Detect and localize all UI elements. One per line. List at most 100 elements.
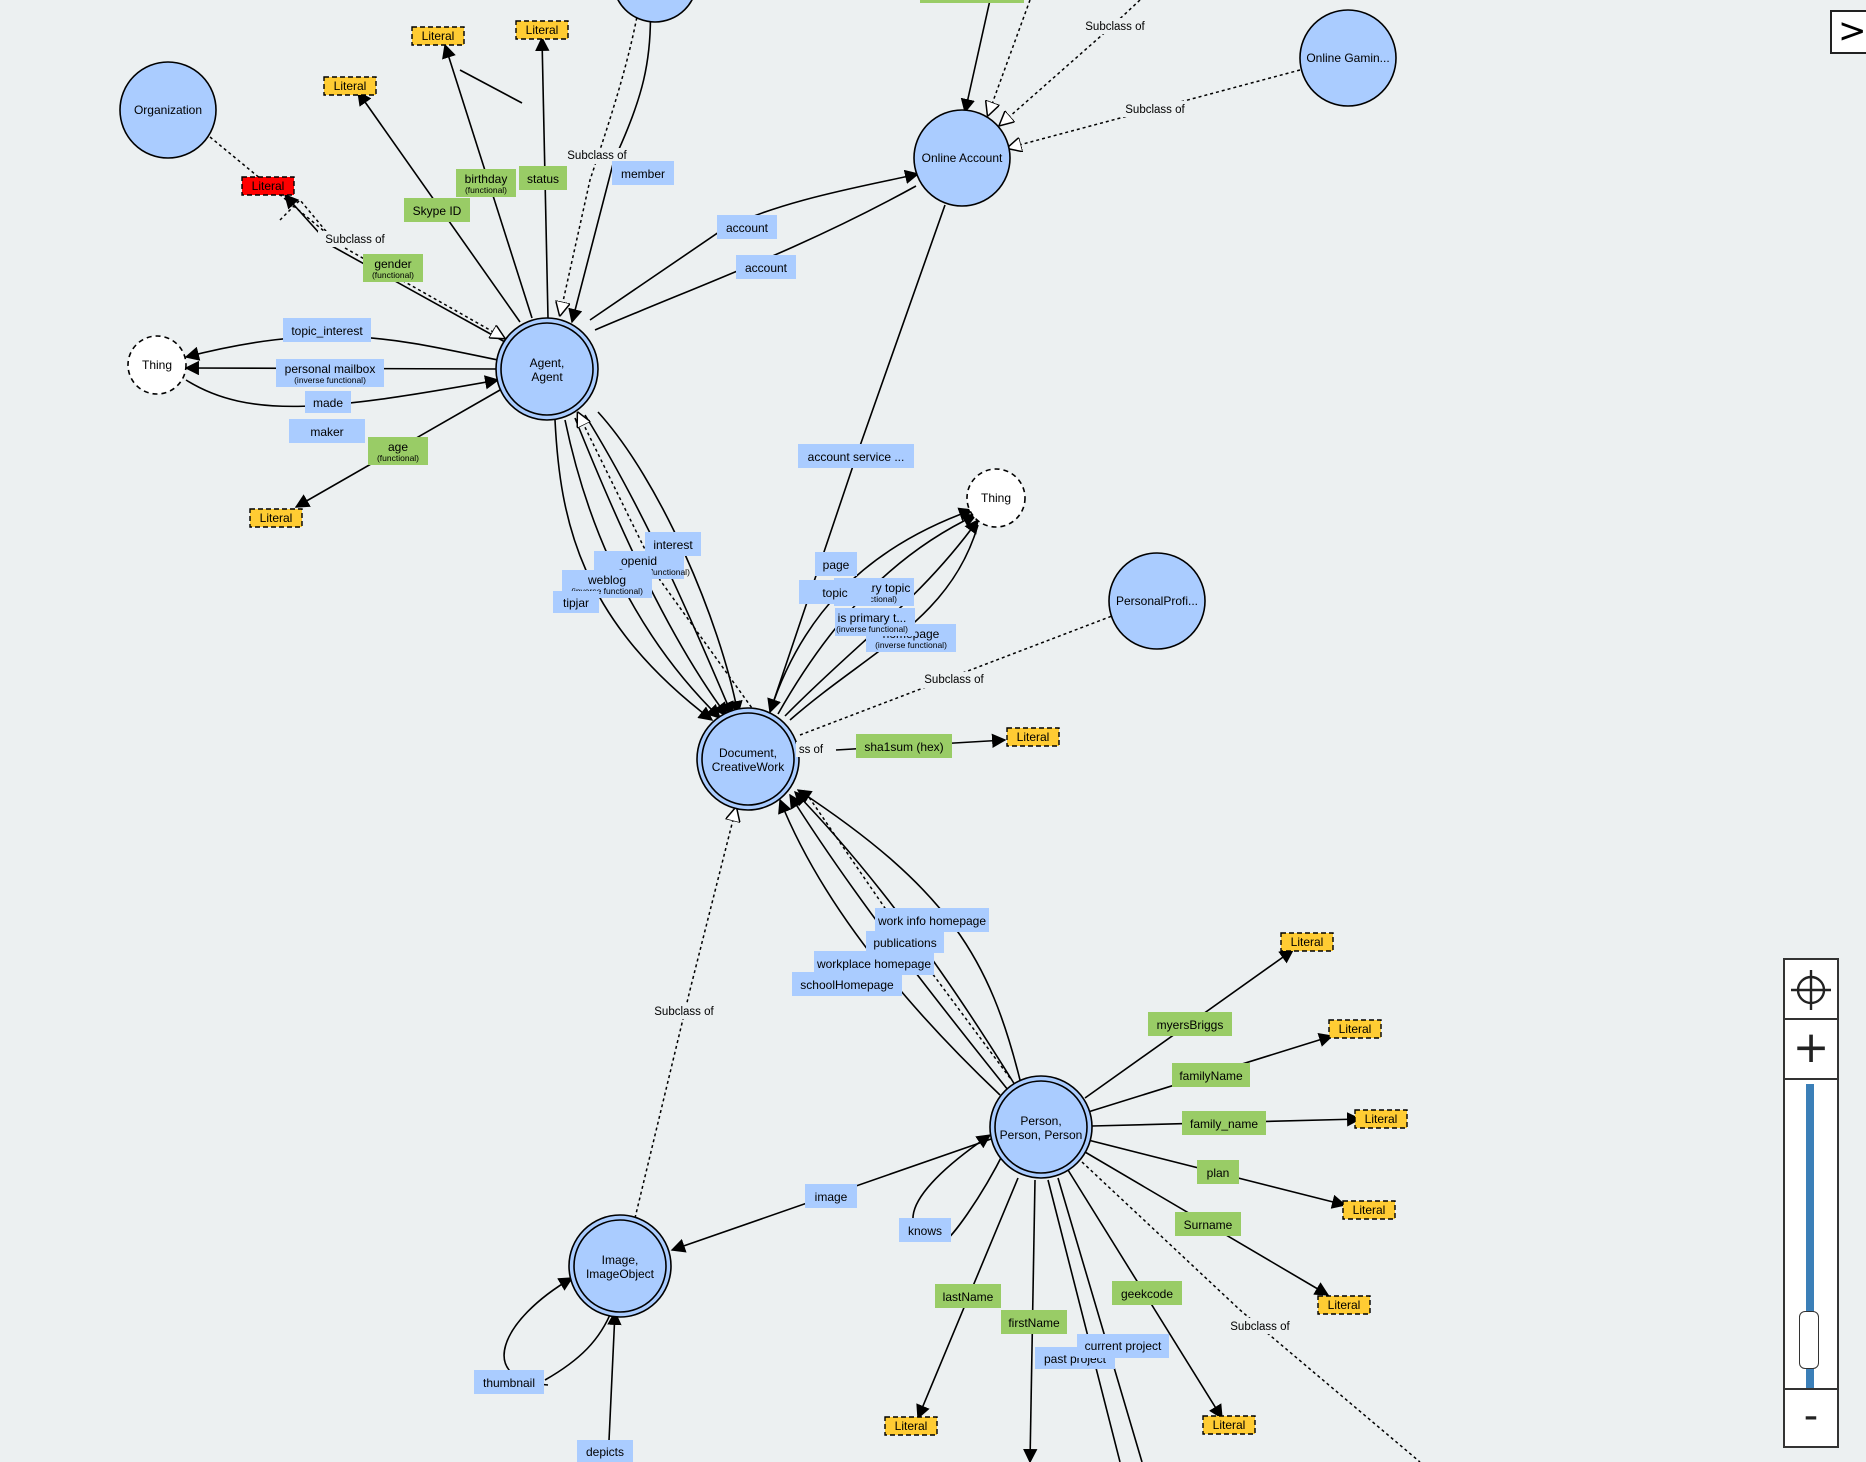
svg-text:publications: publications [873, 936, 936, 950]
property-is-primary-topic[interactable]: is primary t...(inverse functional) [835, 608, 915, 636]
svg-text:Agent: Agent [531, 370, 563, 384]
property-account-service[interactable]: account service ... [798, 444, 914, 468]
node-online-gaming[interactable]: Online Gamin... [1299, 9, 1397, 107]
literal[interactable]: Literal [1280, 932, 1334, 952]
crosshair-icon [1791, 970, 1831, 1010]
svg-text:openid: openid [621, 554, 657, 568]
svg-text:(inverse functional): (inverse functional) [836, 624, 908, 634]
svg-text:geekcode: geekcode [1121, 1287, 1173, 1301]
property-member[interactable]: member [612, 161, 674, 185]
datatype-plan[interactable]: plan [1197, 1160, 1239, 1184]
datatype-family-name-underscore[interactable]: family_name [1182, 1111, 1266, 1135]
literal[interactable]: Literal [1006, 727, 1060, 747]
property-school-homepage[interactable]: schoolHomepage [792, 972, 902, 996]
svg-text:(functional): (functional) [377, 453, 419, 463]
locate-button[interactable] [1785, 960, 1837, 1020]
svg-text:Skype ID: Skype ID [413, 204, 462, 218]
edges [184, 0, 1421, 1462]
node-top-partial[interactable] [613, 0, 697, 23]
svg-text:work info homepage: work info homepage [877, 914, 986, 928]
property-workplace-homepage[interactable]: workplace homepage [814, 951, 934, 975]
datatype-status[interactable]: status [519, 166, 567, 190]
datatype-properties: birthday(functional) status Skype ID gen… [363, 166, 1266, 1334]
literal[interactable]: Literal [1354, 1109, 1408, 1129]
svg-text:age: age [388, 440, 408, 454]
literal[interactable]: Literal [411, 26, 465, 46]
datatype-age[interactable]: age(functional) [368, 437, 428, 465]
node-agent[interactable]: Agent, Agent [495, 317, 599, 421]
node-document[interactable]: Document, CreativeWork [696, 707, 800, 811]
svg-text:knows: knows [908, 1224, 942, 1238]
datatype-geekcode[interactable]: geekcode [1112, 1281, 1182, 1305]
literal-highlighted[interactable]: Literal [241, 176, 295, 196]
zoom-in-button[interactable]: + [1785, 1020, 1837, 1080]
svg-text:firstName: firstName [1008, 1316, 1060, 1330]
node-image[interactable]: Image, ImageObject [568, 1214, 672, 1318]
svg-text:account service ...: account service ... [808, 450, 905, 464]
property-account[interactable]: account [736, 255, 796, 279]
svg-text:topic: topic [822, 586, 847, 600]
zoom-out-button[interactable]: - [1785, 1388, 1837, 1446]
property-tipjar[interactable]: tipjar [553, 591, 599, 613]
property-image[interactable]: image [805, 1184, 857, 1208]
property-depicts[interactable]: depicts [577, 1440, 633, 1462]
property-knows[interactable]: knows [899, 1218, 951, 1242]
property-work-info-homepage[interactable]: work info homepage [875, 908, 989, 932]
literal[interactable]: Literal [1317, 1295, 1371, 1315]
literal[interactable]: Literal [515, 20, 569, 40]
literal[interactable]: Literal [323, 76, 377, 96]
property-publications[interactable]: publications [866, 931, 944, 953]
datatype-skype-id[interactable]: Skype ID [404, 198, 470, 222]
property-topic-interest[interactable]: topic_interest [283, 318, 371, 342]
svg-text:Literal: Literal [526, 23, 559, 37]
datatype-gender[interactable]: gender(functional) [363, 254, 423, 282]
svg-text:CreativeWork: CreativeWork [712, 760, 785, 774]
property-maker[interactable]: maker [289, 419, 365, 443]
node-personal-profile[interactable]: PersonalProfi... [1108, 552, 1206, 650]
svg-text:familyName: familyName [1179, 1069, 1243, 1083]
svg-text:account: account [745, 261, 788, 275]
svg-text:Image,: Image, [602, 1253, 639, 1267]
svg-text:page: page [823, 558, 850, 572]
svg-text:status: status [527, 172, 559, 186]
datatype-family-name[interactable]: familyName [1172, 1063, 1250, 1087]
literal[interactable]: Literal [1342, 1200, 1396, 1220]
node-online-account[interactable]: Online Account [913, 109, 1011, 207]
svg-text:Literal: Literal [1353, 1203, 1386, 1217]
svg-text:family_name: family_name [1190, 1117, 1258, 1131]
literal[interactable]: Literal [249, 508, 303, 528]
svg-text:Literal: Literal [334, 79, 367, 93]
datatype-myers-briggs[interactable]: myersBriggs [1148, 1012, 1232, 1036]
sidebar-toggle-button[interactable]: > [1830, 10, 1866, 54]
zoom-slider-track[interactable] [1806, 1084, 1814, 1390]
node-thing-right[interactable]: Thing [966, 468, 1026, 528]
datatype-birthday[interactable]: birthday(functional) [456, 169, 516, 197]
datatype-surname[interactable]: Surname [1175, 1212, 1241, 1236]
datatype-sha1sum[interactable]: sha1sum (hex) [856, 734, 952, 758]
datatype-last-name[interactable]: lastName [935, 1284, 1001, 1308]
literal[interactable]: Literal [1328, 1019, 1382, 1039]
subclass-label: Subclass of [325, 234, 385, 246]
property-current-project[interactable]: current project [1077, 1334, 1169, 1358]
datatype-first-name[interactable]: firstName [1001, 1310, 1067, 1334]
svg-text:Literal: Literal [260, 511, 293, 525]
property-topic[interactable]: topic [799, 580, 871, 604]
svg-text:lastName: lastName [943, 1290, 994, 1304]
node-person[interactable]: Person, Person, Person [989, 1075, 1093, 1179]
property-personal-mailbox[interactable]: personal mailbox(inverse functional) [276, 359, 384, 387]
property-page[interactable]: page [815, 552, 857, 576]
zoom-slider-handle[interactable] [1799, 1311, 1819, 1370]
node-organization[interactable]: Organization [119, 61, 217, 159]
property-account[interactable]: account [717, 215, 777, 239]
property-thumbnail[interactable]: thumbnail [474, 1370, 544, 1394]
literal[interactable]: Literal [884, 1416, 938, 1436]
object-properties: member account account topic_interest pe… [276, 161, 1169, 1462]
node-thing-left[interactable]: Thing [127, 335, 187, 395]
property-made[interactable]: made [305, 391, 351, 413]
svg-text:PersonalProfi...: PersonalProfi... [1116, 594, 1198, 608]
svg-text:member: member [621, 167, 665, 181]
literal[interactable]: Literal [1202, 1415, 1256, 1435]
svg-text:Literal: Literal [895, 1419, 928, 1433]
